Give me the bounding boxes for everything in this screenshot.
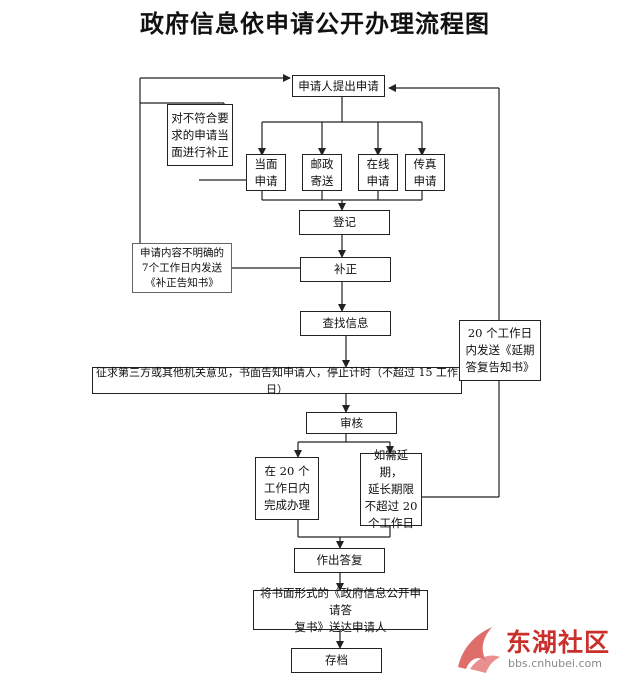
consult-node: 征求第三方或其他机关意见，书面告知申请人，停止计时（不超过 15 工作日） — [92, 366, 462, 396]
apply-node: 申请人提出申请 — [292, 75, 385, 97]
review-node: 审核 — [306, 412, 397, 434]
extended-node: 如需延期， 延长期限 不超过 20 个工作日 — [360, 448, 422, 530]
reply-node: 作出答复 — [294, 548, 385, 573]
watermark-url: bbs.cnhubei.com — [508, 657, 602, 670]
watermark: 东湖社区 bbs.cnhubei.com — [452, 619, 622, 675]
supplement-node: 补正 — [300, 257, 391, 282]
watermark-brand: 东湖社区 — [506, 628, 611, 657]
reject-fix-node: 对不符合要 求的申请当 面进行补正 — [167, 104, 233, 166]
search-node: 查找信息 — [300, 311, 391, 336]
brand-logo-icon — [458, 627, 500, 673]
in-person-node: 当面 申请 — [246, 154, 286, 191]
send-reply-node: 将书面形式的《政府信息公开申请答 复书》送达申请人 — [253, 586, 428, 634]
unclear-notice-node: 申请内容不明确的 7个工作日内发送 《补正告知书》 — [132, 243, 232, 293]
within-20-days-node: 在 20 个 工作日内 完成办理 — [255, 457, 319, 520]
extend-notice-node: 20 个工作日 内发送《延期 答复告知书》 — [459, 320, 541, 381]
page-title: 政府信息依申请公开办理流程图 — [140, 9, 490, 38]
archive-node: 存档 — [291, 648, 382, 673]
fax-node: 传真 申请 — [405, 154, 445, 191]
online-node: 在线 申请 — [358, 154, 398, 191]
register-node: 登记 — [299, 210, 390, 235]
mail-node: 邮政 寄送 — [302, 154, 342, 191]
